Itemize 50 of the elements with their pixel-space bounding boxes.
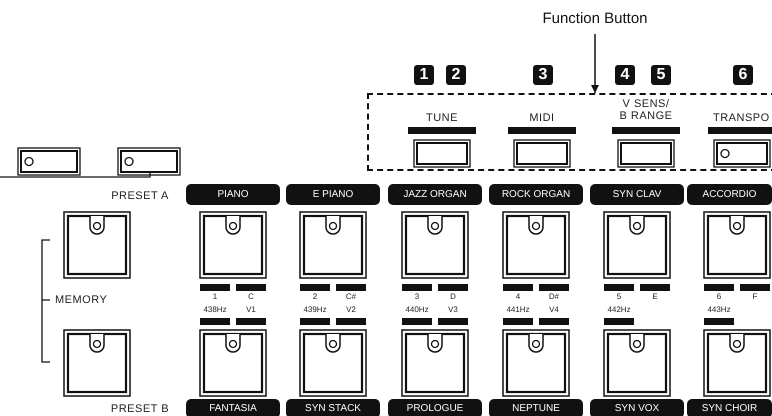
voice-label-bar: SYN VOX bbox=[590, 399, 684, 416]
key-label: V2 bbox=[345, 306, 357, 315]
key-label: D# bbox=[548, 293, 560, 302]
key-label: V4 bbox=[548, 306, 560, 315]
voice-label-bar: PROLOGUE bbox=[388, 399, 482, 416]
voice-label-bar: FANTASIA bbox=[186, 399, 280, 416]
panel-label: V SENS/ B RANGE bbox=[618, 98, 674, 122]
key-label: E bbox=[651, 293, 659, 302]
key-label: 441Hz bbox=[505, 306, 531, 315]
voice-label-bar: SYN CHOIR bbox=[687, 399, 772, 416]
key-label: 5 bbox=[616, 293, 622, 302]
panel-label: MIDI bbox=[528, 112, 556, 124]
number-badge: 2 bbox=[446, 65, 466, 85]
key-label: 439Hz bbox=[302, 306, 328, 315]
key-label: 2 bbox=[312, 293, 318, 302]
key-label: 1 bbox=[212, 293, 218, 302]
panel-label: PRESET B bbox=[110, 403, 170, 416]
key-label: F bbox=[752, 293, 758, 302]
key-label: C bbox=[247, 293, 255, 302]
number-badge: 4 bbox=[615, 65, 635, 85]
key-label: 6 bbox=[716, 293, 722, 302]
voice-label-bar: SYN STACK bbox=[286, 399, 380, 416]
number-badge: 3 bbox=[533, 65, 553, 85]
key-label: V1 bbox=[245, 306, 257, 315]
panel-label: TRANSPO bbox=[713, 112, 771, 124]
panel-label: PRESET A bbox=[110, 190, 170, 202]
key-label: C# bbox=[344, 293, 358, 302]
panel-label: TUNE bbox=[425, 112, 459, 124]
leader-arrow bbox=[591, 34, 599, 93]
number-badge: 1 bbox=[414, 65, 434, 85]
key-label: V3 bbox=[447, 306, 459, 315]
number-badge: 5 bbox=[651, 65, 671, 85]
key-label: 4 bbox=[514, 293, 522, 302]
voice-label-bar: ACCORDIO bbox=[687, 184, 772, 205]
key-label: 443Hz bbox=[706, 306, 732, 315]
dashed-frame bbox=[367, 93, 772, 171]
key-label: 440Hz bbox=[404, 306, 430, 315]
number-badge: 6 bbox=[733, 65, 753, 85]
key-label: 438Hz bbox=[202, 306, 228, 315]
voice-label-bar: PIANO bbox=[186, 184, 280, 205]
key-label: D bbox=[449, 293, 457, 302]
voice-label-bar: ROCK ORGAN bbox=[489, 184, 583, 205]
callout-text: Function Button bbox=[528, 10, 662, 32]
voice-label-bar: E PIANO bbox=[286, 184, 380, 205]
key-label: 3 bbox=[414, 293, 420, 302]
panel-label: MEMORY bbox=[55, 294, 108, 306]
voice-label-bar: NEPTUNE bbox=[489, 399, 583, 416]
voice-label-bar: SYN CLAV bbox=[590, 184, 684, 205]
key-label: 442Hz bbox=[606, 306, 632, 315]
voice-label-bar: JAZZ ORGAN bbox=[388, 184, 482, 205]
